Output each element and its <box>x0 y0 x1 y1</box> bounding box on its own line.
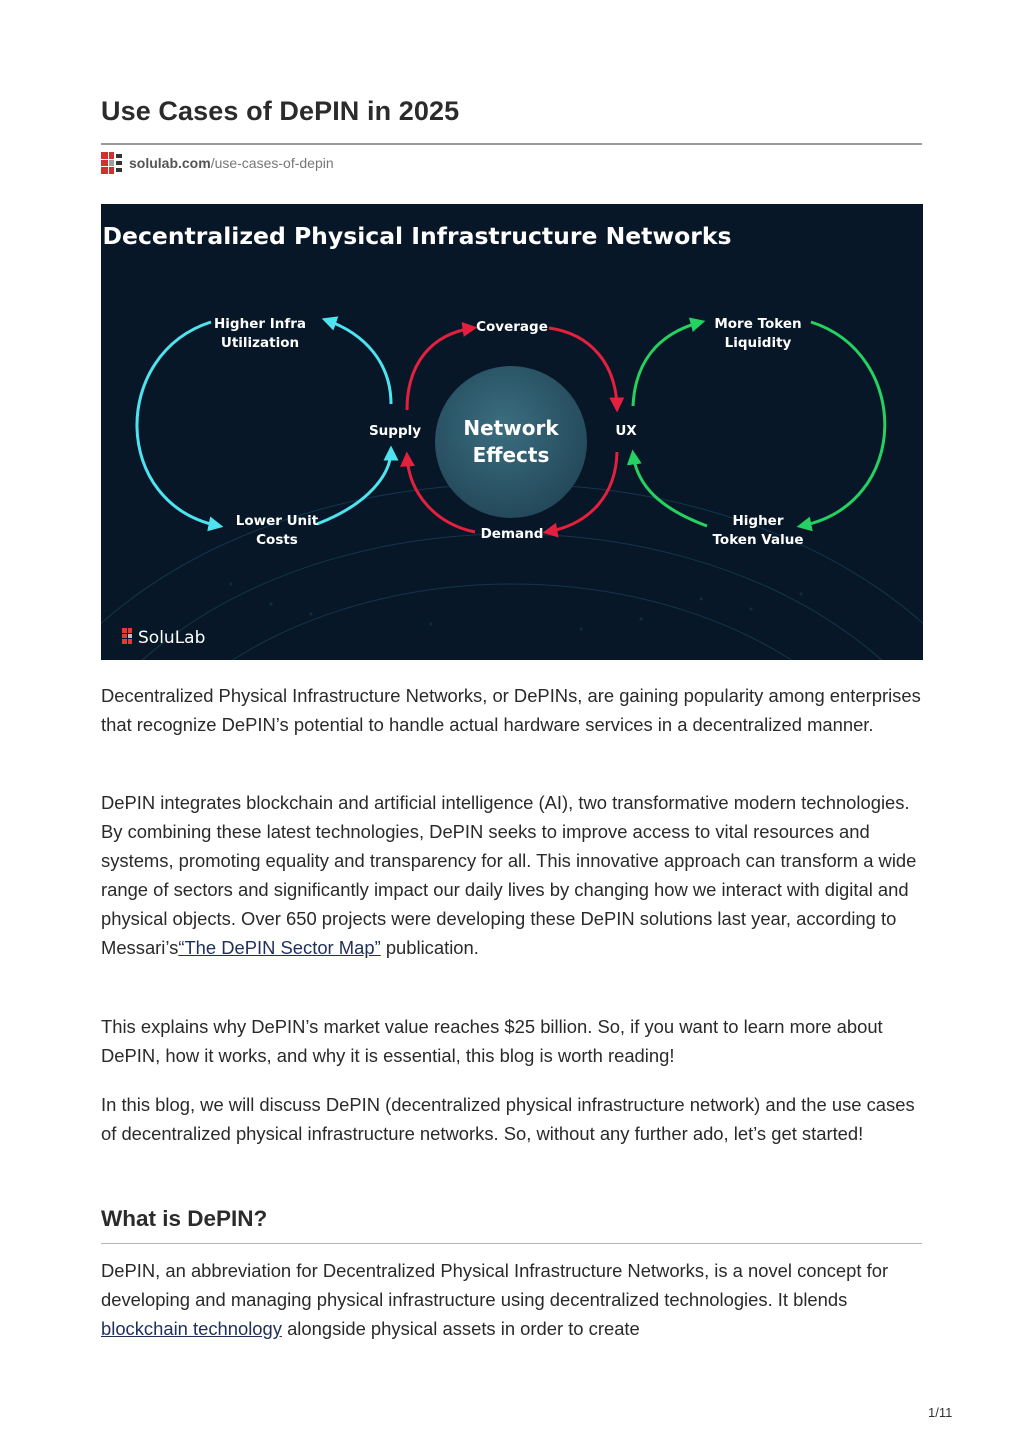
label-supply: Supply <box>369 423 421 439</box>
red-loop-arrows <box>400 322 625 538</box>
section-divider <box>101 1243 922 1244</box>
label-coverage: Coverage <box>476 319 548 335</box>
solulab-logo-icon <box>101 152 122 174</box>
center-label-line2: Effects <box>473 443 550 467</box>
source-domain[interactable]: solulab.com <box>129 155 211 171</box>
label-higher-token-line1: Higher <box>732 513 783 529</box>
paragraph-what-is-depin-end: alongside physical assets in order to cr… <box>281 1318 640 1339</box>
page-title: Use Cases of DePIN in 2025 <box>101 96 460 126</box>
paragraph-depin-integrates: DePIN integrates blockchain and artifici… <box>101 788 926 962</box>
center-circle <box>435 366 587 518</box>
center-label-line1: Network <box>463 416 559 440</box>
label-lower-unit-line1: Lower Unit <box>236 513 319 529</box>
paragraph-what-is-depin: DePIN, an abbreviation for Decentralized… <box>101 1256 926 1343</box>
blockchain-technology-link[interactable]: blockchain technology <box>101 1318 282 1339</box>
solulab-brand-icon <box>122 628 132 644</box>
page-number: 1/11 <box>928 1405 953 1420</box>
label-higher-token-line2: Token Value <box>713 532 804 548</box>
paragraph-depin-integrates-text: DePIN integrates blockchain and artifici… <box>101 792 917 958</box>
label-higher-infra-line2: Utilization <box>221 335 299 351</box>
hero-image: Decentralized Physical Infrastructure Ne… <box>101 204 923 660</box>
cyan-loop-arrows <box>135 316 399 532</box>
source-path[interactable]: /use-cases-of-depin <box>210 155 334 171</box>
hero-brand-name: SoluLab <box>138 628 205 648</box>
label-higher-infra-line1: Higher Infra <box>214 316 306 332</box>
title-divider <box>101 143 922 145</box>
section-heading-what-is-depin: What is DePIN? <box>101 1206 268 1231</box>
paragraph-intro: Decentralized Physical Infrastructure Ne… <box>101 685 921 735</box>
hero-brand: SoluLab <box>122 628 205 648</box>
paragraph-what-is-depin-text: DePIN, an abbreviation for Decentralized… <box>101 1260 889 1310</box>
paragraph-depin-integrates-end: publication. <box>380 937 479 958</box>
green-loop-arrows <box>626 317 887 532</box>
label-more-token-line1: More Token <box>714 316 801 332</box>
label-more-token-line2: Liquidity <box>725 335 792 351</box>
paragraph-market-value: This explains why DePIN’s market value r… <box>101 1016 883 1066</box>
depin-sector-map-link[interactable]: “The DePIN Sector Map” <box>178 937 381 958</box>
label-ux: UX <box>615 423 637 439</box>
hero-title: Decentralized Physical Infrastructure Ne… <box>103 222 732 250</box>
source-link[interactable]: solulab.com/use-cases-of-depin <box>101 151 334 175</box>
label-demand: Demand <box>481 526 544 542</box>
label-lower-unit-line2: Costs <box>256 532 298 548</box>
paragraph-blog-intro: In this blog, we will discuss DePIN (dec… <box>101 1094 915 1144</box>
